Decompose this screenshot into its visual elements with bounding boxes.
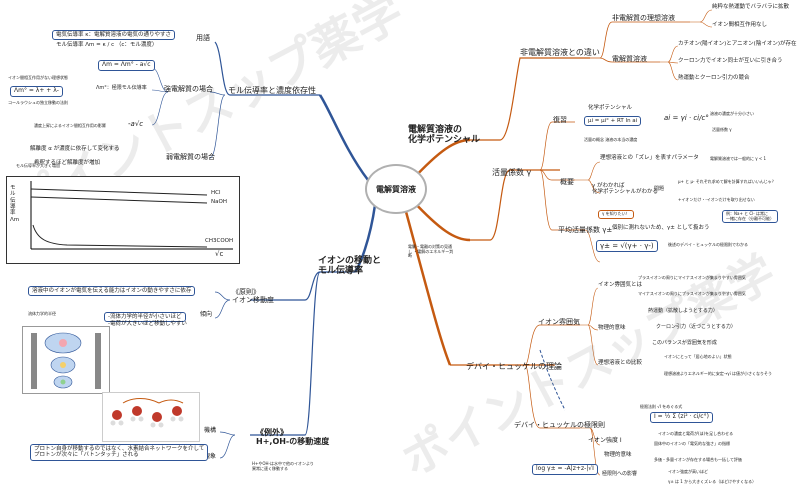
strength-phys-item: 固体中のイオンの「電気的な強さ」の指標 xyxy=(654,441,730,446)
conc-note: 濃度上昇によるイオン間相互作用の影響 xyxy=(34,123,106,128)
phys-label: 物理的意味 xyxy=(598,325,626,331)
phen-text: プロトン自身が移動するのではなく、水素結合ネットワークを介して プロトンが次々に… xyxy=(30,444,209,461)
mean-label[interactable]: 平均活量係数 γ± xyxy=(558,226,613,234)
radius-note: 流体力学的半径 xyxy=(28,311,56,316)
graph-naoh: NaOH xyxy=(211,199,227,205)
elec-item: クーロン力でイオン同士が互いに引き合う xyxy=(678,58,783,64)
excess-item: イオン強度が高いほど xyxy=(668,469,708,474)
exception-label[interactable]: 《例外》 H+,OH-の移動速度 xyxy=(256,428,330,447)
phen-label: 現象 xyxy=(204,453,217,460)
principle-text: 溶液中のイオンが電気を伝える能力はイオンの動きやすさに依存 xyxy=(28,286,196,297)
strong-label[interactable]: 強電解質の場合 xyxy=(164,85,213,93)
term-label[interactable]: 用語 xyxy=(196,34,210,42)
principle-label[interactable]: 《原則》 イオン移動度 xyxy=(232,288,274,305)
tend-label: 傾向 xyxy=(200,311,213,318)
review-note: 活量の概念 溶液の本当の濃度 xyxy=(584,137,638,142)
problem-example: 例：Na+ と Cl- は常に 一緒に存在（分離不可能） xyxy=(722,210,778,224)
know-gamma: γ がわかれば 化学ポテンシャルがわかる xyxy=(592,183,659,196)
graph-xlabel: √c xyxy=(215,250,224,258)
compare-item: イオンにとって「居心地のよい」状態 xyxy=(664,354,732,359)
activity-title[interactable]: 活量係数 γ xyxy=(492,168,532,177)
limit-formula: log γ± = -A|z+z-|√I xyxy=(532,464,598,475)
ai-formula: ai = γi · ci/c° xyxy=(664,114,709,122)
ideal-item: 純粋な熱運動でバラバラに拡散 xyxy=(712,4,789,10)
ideal-gap: 理想溶液との「ズレ」を表すパラメータ xyxy=(600,155,699,161)
overview-label[interactable]: 概要 xyxy=(560,178,574,186)
graph-ch3cooh: CH3COOH xyxy=(205,238,234,244)
proton-hopping-diagram xyxy=(102,392,200,442)
review-formula: μi = μi° + RT ln ai xyxy=(584,116,642,127)
weak-note: モル伝導率が大きく増加 xyxy=(16,163,60,168)
atmos-what: イオン雰囲気とは xyxy=(598,282,643,288)
strength-phys: 物理的意味 xyxy=(604,452,632,458)
compare-item: 理想溶液よりエネルギー的に安定→γi は値が小さくなりそう xyxy=(664,371,773,376)
weak-item: 希釈するほど解離度が増加 xyxy=(34,160,101,166)
phys-item: 熱運動（拡散しようとする力） xyxy=(648,308,718,314)
mech-label: 機構 xyxy=(204,427,217,434)
strength-label: イオン強度 I xyxy=(588,437,622,444)
mean-formula: γ± = √(γ+ · γ-) xyxy=(596,240,658,253)
phys-item: このバランスが雰囲気を形成 xyxy=(652,340,717,346)
elec-label[interactable]: 電解質溶液 xyxy=(612,55,647,63)
ideal-label[interactable]: 非電解質の理想溶液 xyxy=(612,14,675,22)
mean-text: 個別に測れないため、γ± として扱おう xyxy=(612,225,710,231)
strength-phys-item: 多価・多量イオンが存在する場合も一括して評価 xyxy=(654,457,742,462)
graph-hcl: HCl xyxy=(211,190,221,196)
problem-item: μ+ と μ- それぞれ求めて解を計算すればいいんじゃ？ xyxy=(678,179,776,184)
mean-note: 後述のデバイ・ヒュッケルの極限則でわかる xyxy=(668,242,748,247)
conc-formula: -a√c xyxy=(128,120,144,128)
ideal-item: イオン間相互作用なし xyxy=(712,22,768,28)
graph-ylabel: モル伝導率 Λm xyxy=(10,185,20,223)
weak-item: 解離度 α が濃度に依存して変化する xyxy=(30,146,120,152)
conductivity-graph: モル伝導率 Λm HCl NaOH CH3COOH √c xyxy=(6,176,240,264)
weak-label[interactable]: 弱電解質の場合 xyxy=(166,153,215,161)
solution-note: γ を知りたい！ xyxy=(598,210,634,219)
review-text: 化学ポテンシャル xyxy=(588,105,633,111)
atmos-def: プラスイオンの周りにマイナスイオンが集まりやすい雰囲気 xyxy=(638,275,746,280)
ion-migration-diagram xyxy=(22,326,110,394)
ion-move-title[interactable]: イオンの移動と モル伝導率 xyxy=(318,256,382,277)
phys-item: クーロン引力（近づこうとする力） xyxy=(656,324,736,330)
diff-title[interactable]: 非電解質溶液との違い xyxy=(520,48,600,57)
limit-label[interactable]: デバイ・ヒュッケルの極限則 xyxy=(514,421,605,429)
excess-item: γ± は 1 から大きくズレる（ほどけやすくなる） xyxy=(668,479,757,484)
limit-molar-label: Λm°：極限モル伝導率 xyxy=(96,85,147,91)
limit-formula-note: 極限法則 √I をめぐる式 xyxy=(640,404,683,409)
chem-potential-title[interactable]: 電解質溶液の 化学ポテンシャル xyxy=(408,125,481,146)
kohl-formula: Λm° = λ+ + λ- xyxy=(10,86,63,97)
gap-note: 電解質溶液では一般的に γ < 1 xyxy=(710,156,767,161)
mech-note: H+やOH-は水中で他のイオンより 異常に速く移動する xyxy=(252,461,314,471)
excess-label: 極限則への影響 xyxy=(602,471,638,477)
elec-item: カチオン(陽イオン)とアニオン(陰イオン)が存在 xyxy=(678,41,797,47)
review-label[interactable]: 復習 xyxy=(553,116,567,124)
center-note: 電解・電離の対策の見通し ・電解のエネルギー判断 xyxy=(408,244,454,259)
problem-label: 問題 xyxy=(654,186,665,192)
tend-item: -電荷が大きいほど移動しやすい xyxy=(108,321,187,327)
conductivity-plot xyxy=(30,181,233,250)
problem-item: +イオンだけ・-イオンだけを取り出せない xyxy=(678,197,755,202)
central-topic[interactable]: 電解質溶液 xyxy=(365,164,427,214)
strong-formula: Λm = Λm° - a√c xyxy=(98,60,155,71)
compare-label: 理想溶液との比較 xyxy=(598,360,642,366)
term-text: 電気伝導率 κ：電解質溶液の電気の通りやすさ xyxy=(52,30,175,41)
molar-title[interactable]: モル伝導率と濃度依存性 xyxy=(228,86,316,95)
term-text: モル伝導率 Λm = κ / c （c：モル濃度） xyxy=(56,42,158,48)
atmos-def: マイナスイオンの周りにプラスイオンが集まりやすい雰囲気 xyxy=(638,291,746,296)
ai-note: 溶液の濃度が十分小さい xyxy=(710,111,754,116)
tend-box: -流体力学的半径が小さいほど xyxy=(104,312,186,323)
strength-note: イオンの濃度と電荷が(ほ)を足し合わせる xyxy=(658,431,734,436)
elec-item: 熱運動とクーロン引力の競合 xyxy=(678,75,750,81)
kohl-law: コールラウシュの独立移動の法則 xyxy=(8,100,68,105)
ai-note: 活量係数 γ xyxy=(712,127,732,132)
strength-formula: I = ½ Σ (zi² · ci/c°) xyxy=(650,412,713,423)
kohl-note: イオン間相互作用がない理想状態 xyxy=(8,75,68,80)
debye-title[interactable]: デバイ・ヒュッケルの理論 xyxy=(466,362,562,371)
atmos-label[interactable]: イオン雰囲気 xyxy=(538,318,580,326)
